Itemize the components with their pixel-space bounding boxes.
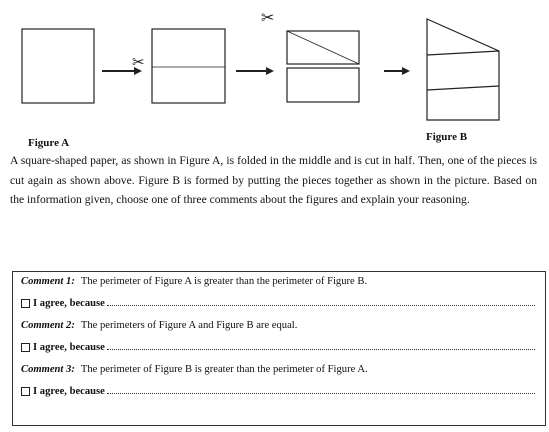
comment-box: Comment 1: The perimeter of Figure A is … — [12, 271, 546, 426]
diagonal-cut-line — [286, 30, 360, 65]
scissors-icon: ✂ — [132, 53, 145, 71]
comment-1-row: Comment 1: The perimeter of Figure A is … — [21, 276, 535, 287]
svg-text:✂: ✂ — [132, 53, 145, 71]
folding-diagram: ✂ ✂ — [21, 8, 500, 121]
comment-2-label: Comment 2: — [21, 320, 75, 331]
scissors-icon: ✂ — [261, 8, 274, 27]
comment-1-label: Comment 1: — [21, 276, 75, 287]
figure-b-label: Figure B — [426, 131, 468, 143]
comment-1-agree-label: I agree, because — [33, 298, 105, 309]
arrow-icon — [384, 67, 410, 75]
comment-2-text: The perimeters of Figure A and Figure B … — [80, 320, 298, 331]
figure-b-inner-line-2 — [426, 85, 500, 91]
comment-1-agree-row[interactable]: I agree, because — [21, 298, 535, 309]
comment-3-agree-label: I agree, because — [33, 386, 105, 397]
comment-3-row: Comment 3: The perimeter of Figure B is … — [21, 364, 535, 375]
figure-a-label: Figure A — [28, 137, 70, 149]
figure-b-inner-line-1 — [426, 50, 500, 56]
comment-2-row: Comment 2: The perimeters of Figure A an… — [21, 320, 535, 331]
comment-3-text: The perimeter of Figure B is greater tha… — [80, 364, 368, 375]
checkbox-icon[interactable] — [21, 387, 30, 396]
answer-line[interactable] — [106, 392, 535, 394]
comment-3-label: Comment 3: — [21, 364, 75, 375]
comment-1-text: The perimeter of Figure A is greater tha… — [80, 276, 368, 287]
comment-2-agree-label: I agree, because — [33, 342, 105, 353]
arrow-icon — [236, 67, 274, 75]
checkbox-icon[interactable] — [21, 343, 30, 352]
figure-a-square — [21, 28, 95, 104]
comment-2-agree-row[interactable]: I agree, because — [21, 342, 535, 353]
svg-text:✂: ✂ — [261, 8, 274, 27]
answer-line[interactable] — [106, 304, 535, 306]
bottom-piece — [286, 67, 360, 103]
answer-line[interactable] — [106, 348, 535, 350]
arrow-icon — [102, 67, 142, 75]
folded-square — [151, 28, 226, 104]
problem-text: A square-shaped paper, as shown in Figur… — [10, 154, 537, 206]
top-piece — [286, 30, 360, 65]
checkbox-icon[interactable] — [21, 299, 30, 308]
figure-b-shape — [426, 18, 500, 121]
comment-3-agree-row[interactable]: I agree, because — [21, 386, 535, 397]
